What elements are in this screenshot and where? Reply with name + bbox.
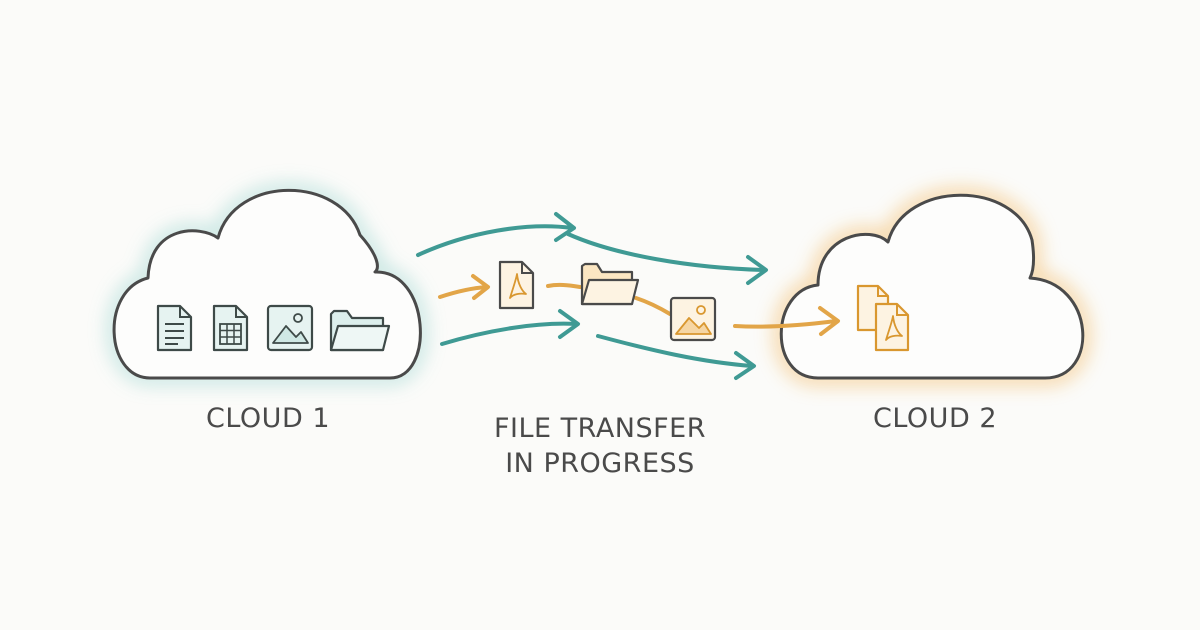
source-cloud: [107, 183, 428, 385]
destination-cloud: [773, 187, 1091, 386]
transit-pdf-icon: [498, 260, 535, 310]
document-icon: [156, 304, 193, 352]
transfer-status-label: FILE TRANSFER IN PROGRESS: [450, 411, 750, 481]
teal-arrow-middle: [440, 309, 580, 346]
source-cloud-label: CLOUD 1: [206, 403, 330, 434]
transit-image-icon: [669, 296, 717, 342]
orange-arrow-left: [438, 274, 490, 300]
folder-icon: [329, 309, 391, 352]
transfer-status-line2: IN PROGRESS: [505, 448, 695, 480]
teal-arrow-lower-right: [596, 334, 756, 380]
transit-folder-icon: [580, 262, 640, 306]
transfer-status-line1: FILE TRANSFER: [494, 413, 706, 444]
orange-connector-2: [634, 296, 672, 316]
teal-arrow-upper-right: [566, 232, 768, 285]
spreadsheet-icon: [212, 304, 249, 352]
destination-cloud-label: CLOUD 2: [873, 403, 997, 434]
orange-connector-1: [546, 282, 582, 289]
teal-arrow-top: [416, 212, 576, 257]
pdf-stack-icon: [856, 284, 910, 352]
transfer-arrows: [416, 212, 840, 380]
image-icon: [266, 304, 314, 352]
orange-arrow-right: [733, 306, 840, 336]
